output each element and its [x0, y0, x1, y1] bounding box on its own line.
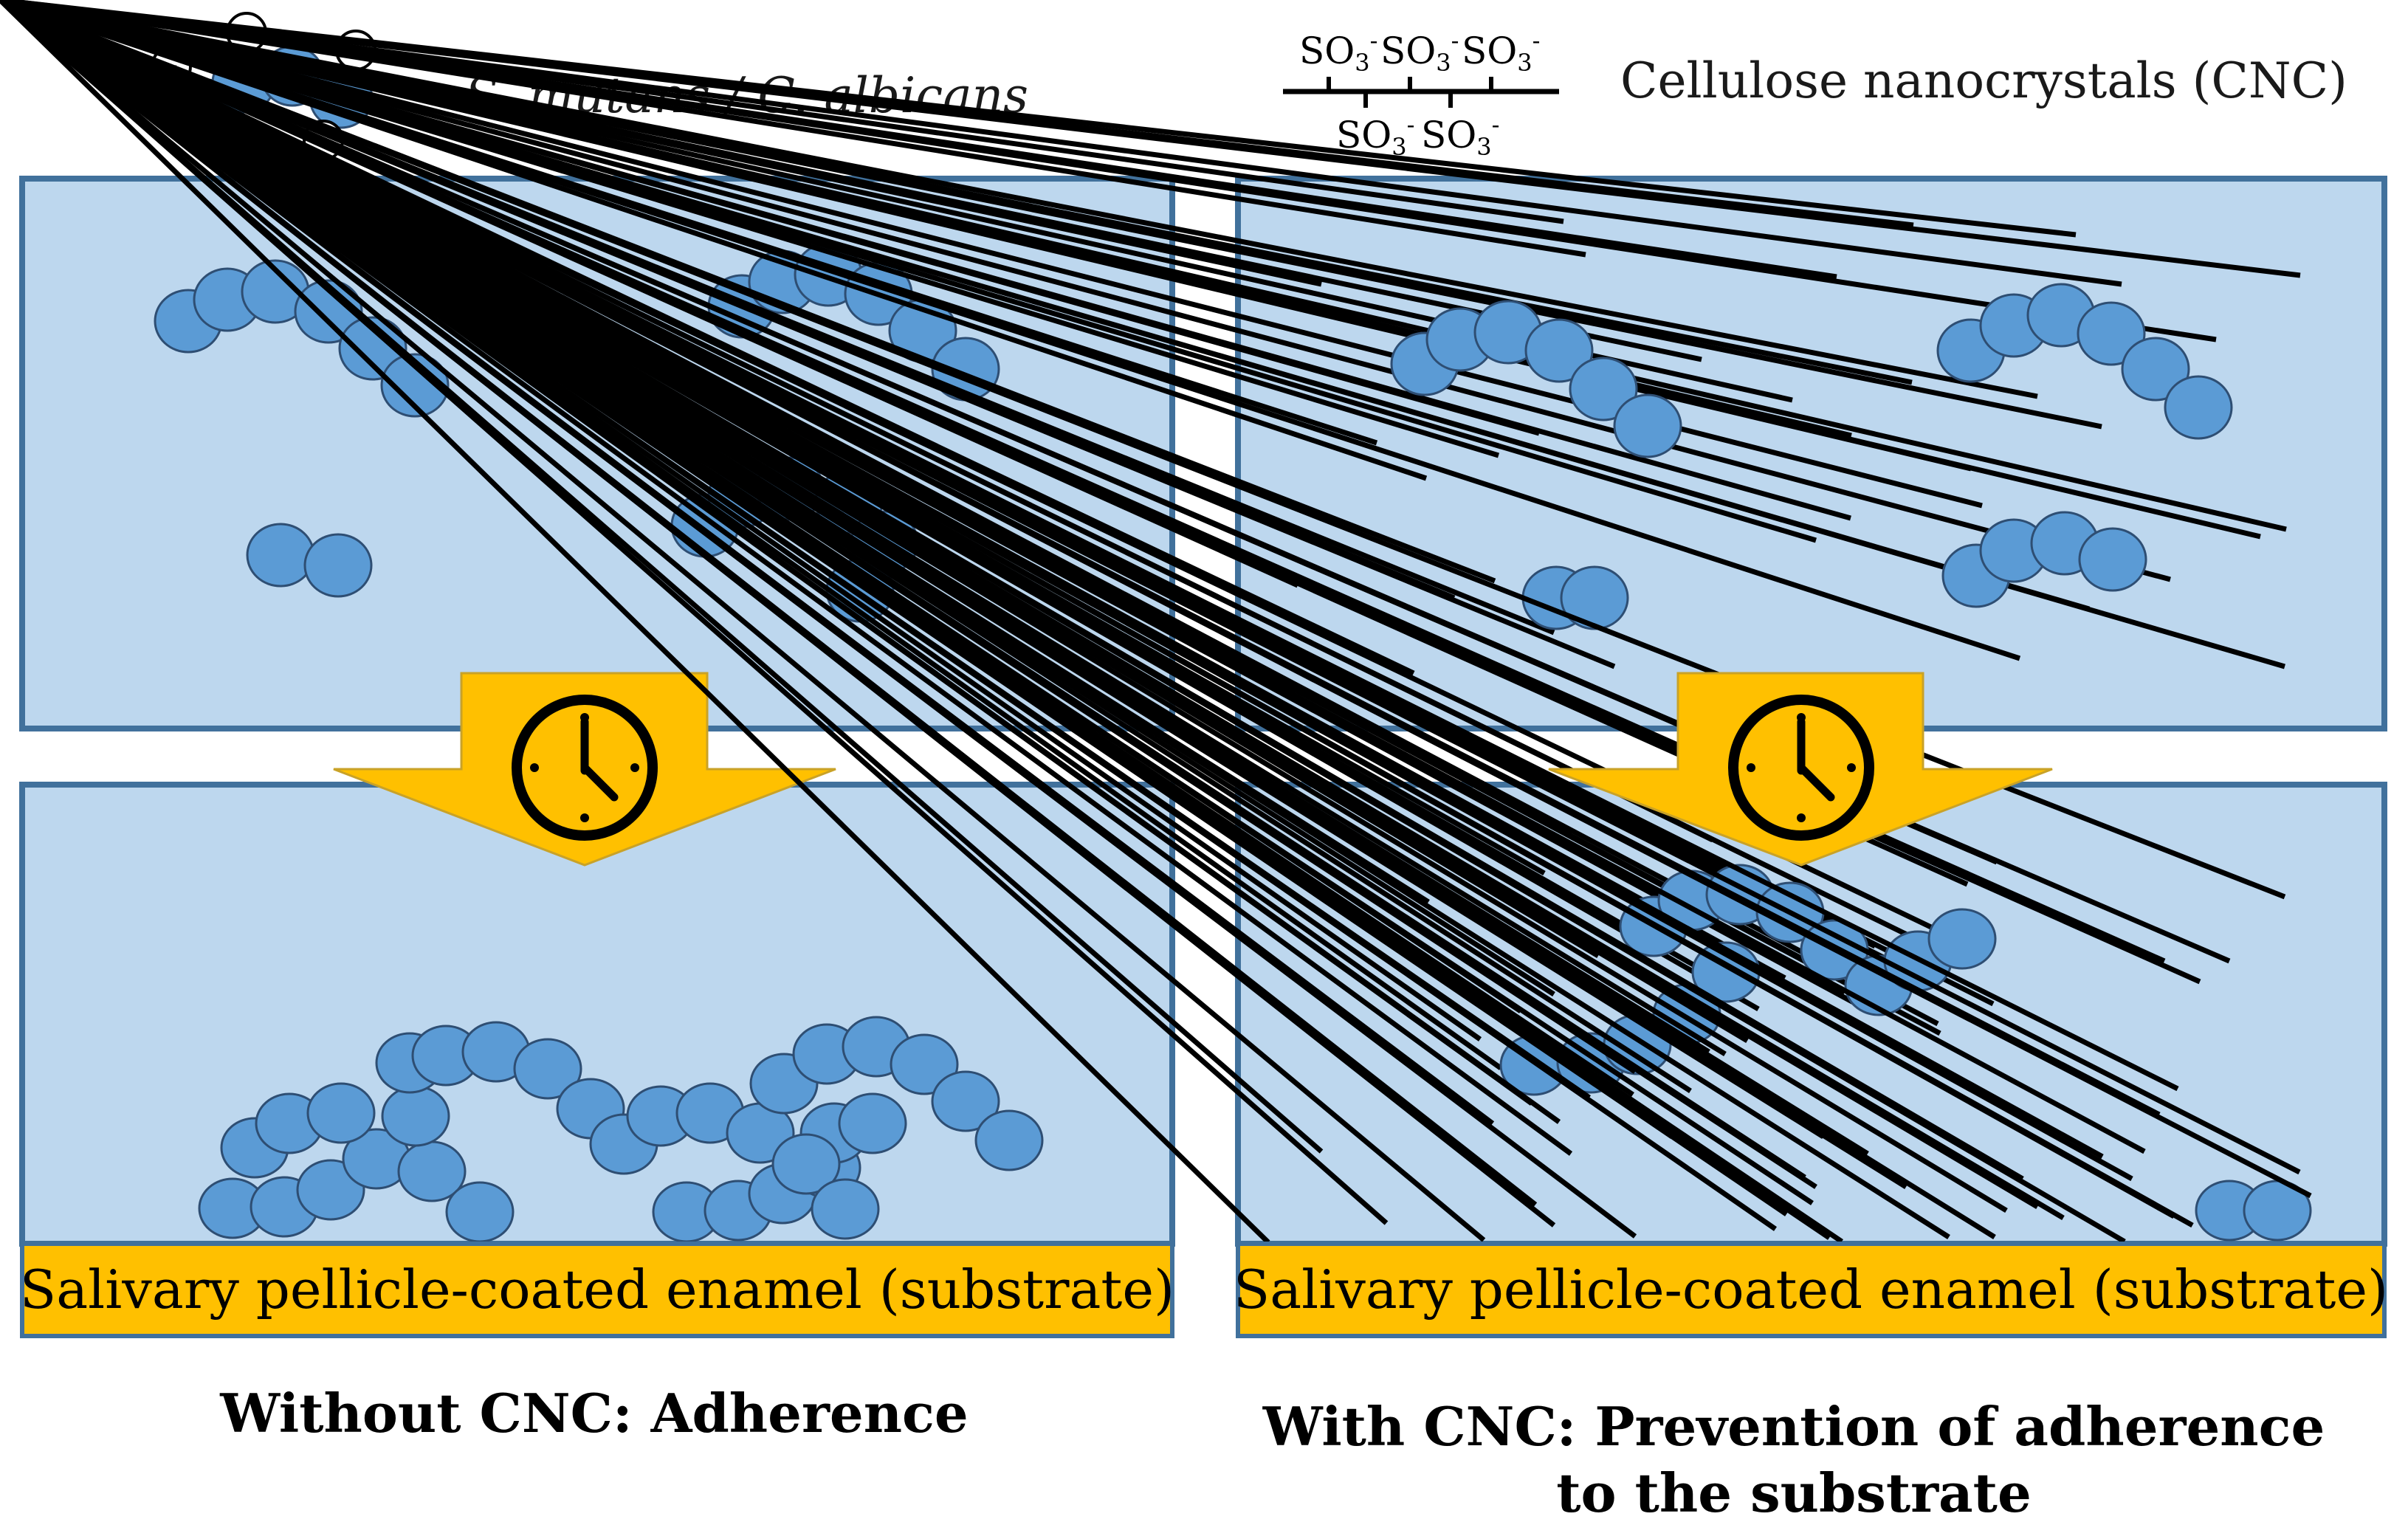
sulfonate-label: SO3- [1299, 27, 1377, 77]
bacterial-cell [2121, 337, 2190, 402]
legend-cnc: SO3-SO3-SO3-SO3-SO3- Cellulose nanocryst… [1283, 27, 2347, 161]
clock-minute-hand [1797, 763, 1835, 802]
substrate-bar [1236, 1242, 2387, 1338]
sulfonate-label: SO3- [1421, 111, 1499, 161]
bacterial-cell [513, 1038, 582, 1100]
nanocrystal-rod [0, 0, 2038, 399]
nanocrystal-rod [0, 0, 1843, 1244]
clock-minute-hand [580, 763, 619, 802]
bacterial-cell [306, 1082, 376, 1144]
bacterial-cell [1927, 908, 1997, 970]
right-caption-line1: With CNC: Prevention of adherence [1262, 1395, 2325, 1458]
bacterial-cell [2164, 375, 2233, 440]
cnc-rods-group [0, 0, 2312, 1244]
nanocrystal-rod [0, 0, 2217, 342]
nanocrystal-rod [0, 0, 1777, 1231]
time-arrow-left [333, 672, 836, 867]
sulfonate-chain-icon: SO3-SO3-SO3-SO3-SO3- [1283, 27, 1559, 161]
clock-tick [1797, 813, 1806, 822]
nanocrystal-rod [0, 0, 2301, 1175]
nanocrystal-rod [0, 0, 1637, 1239]
bacterial-cell [246, 523, 315, 588]
bacterial-cell [890, 1033, 959, 1095]
nanocrystal-rod [0, 0, 1817, 1189]
bacterial-cell [1560, 565, 1629, 630]
bacterial-cell [811, 1178, 880, 1240]
bacterial-cell [381, 1085, 450, 1147]
bacterial-cell [931, 1070, 1000, 1132]
nanocrystal-rod [0, 0, 1573, 1156]
nanocrystal-rod [0, 0, 2171, 582]
bacterial-cell [2078, 527, 2147, 592]
nanocrystal-rod [0, 0, 2287, 532]
nanocrystal-rod [0, 0, 2102, 430]
nanocrystal-rod [0, 0, 2090, 612]
sulfonate-label: SO3- [1336, 111, 1414, 161]
bacterial-cell [771, 1133, 841, 1195]
nanocrystal-rod [0, 0, 2146, 1154]
nanocrystal-rod [0, 0, 2194, 1228]
nanocrystal-rod [0, 0, 2021, 661]
nanocrystal-rod [0, 0, 2126, 1244]
nanocrystal-rod [0, 0, 2008, 1213]
nanocrystal-rod [0, 0, 1950, 1239]
nanocrystal-rod [0, 0, 2122, 287]
nanocrystal-rod [0, 0, 1561, 1124]
substrate-label: Salivary pellicle-coated enamel (substra… [20, 1259, 1174, 1321]
sulfonate-label: SO3- [1462, 27, 1540, 77]
clock-icon [1728, 695, 1874, 841]
bacterial-cell [1613, 393, 1682, 458]
substrate-label: Salivary pellicle-coated enamel (substra… [1234, 1259, 2388, 1321]
clock-tick [530, 763, 539, 772]
bacterial-cell [1524, 318, 1594, 383]
clock-tick [630, 763, 639, 772]
substrate-bar [20, 1242, 1174, 1338]
clock-tick [580, 813, 589, 822]
time-arrow-right [1548, 672, 2053, 867]
bacterial-cell [294, 279, 363, 344]
cnc-legend-label: Cellulose nanocrystals (CNC) [1620, 52, 2347, 109]
nanocrystal-rod [0, 0, 1616, 669]
nanocrystal-rod [0, 0, 1486, 1242]
right-bottom-panel: Salivary pellicle-coated enamel (substra… [0, 0, 2388, 1338]
free-bacteria-group [1390, 283, 2233, 630]
right-caption-line2: to the substrate [1556, 1461, 2032, 1524]
clock-tick [1847, 763, 1856, 772]
right-top-panel [0, 0, 2387, 731]
adhered-bacteria-group [198, 1016, 1044, 1243]
nanocrystal-rod [0, 0, 1969, 887]
nanocrystal-rod [0, 0, 2179, 1092]
left-caption: Without CNC: Adherence [219, 1382, 968, 1445]
nanocrystal-rod [0, 0, 1996, 1239]
bacterial-cell [974, 1109, 1044, 1171]
nanocrystal-rod [0, 0, 2301, 278]
nanocrystal-rod [0, 0, 1270, 1244]
nanocrystal-rod [0, 0, 1556, 1228]
bacterial-cell [838, 1092, 907, 1154]
clock-tick [1747, 763, 1755, 772]
sulfonate-label: SO3- [1380, 27, 1459, 77]
clock-icon [512, 695, 658, 841]
bacterial-cell [380, 353, 450, 418]
nanocrystal-rod [0, 0, 2312, 1199]
left-bottom-panel: Salivary pellicle-coated enamel (substra… [19, 782, 1175, 1338]
bacterial-cell [303, 533, 373, 598]
nanocrystal-rod [0, 0, 1389, 1225]
nanocrystal-rod [0, 0, 1851, 521]
bacterial-cell [1569, 357, 1638, 421]
bacterial-cell [2077, 301, 2146, 366]
bacterial-cell [445, 1181, 515, 1243]
